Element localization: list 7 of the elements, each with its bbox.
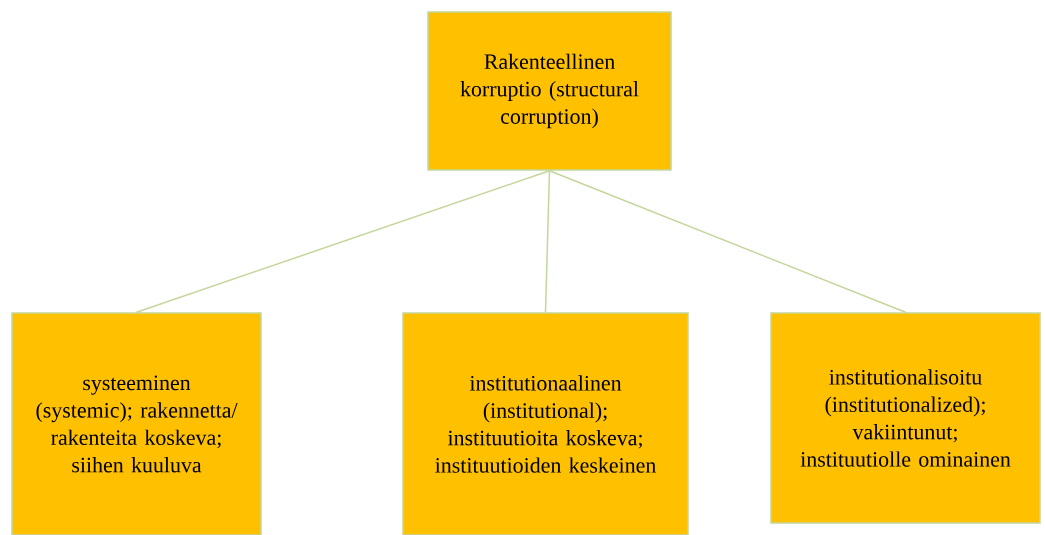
concept-box: institutionalisoitu (institutionalized); vakiintunut; instituutiolle ominainen — [770, 312, 1041, 524]
connector-line — [135, 170, 551, 313]
connector-line — [548, 170, 907, 313]
connector-line — [544, 170, 551, 313]
concept-box: institutionaalinen (institutional); instituutioita koskeva; instituutioiden keskeinen — [402, 312, 689, 535]
concept-box: systeeminen (systemic); rakennetta/ rakenteita koskeva; siihen kuuluva — [11, 312, 262, 535]
concept-box: Rakenteellinen korruptio (structural corruption) — [427, 11, 672, 171]
